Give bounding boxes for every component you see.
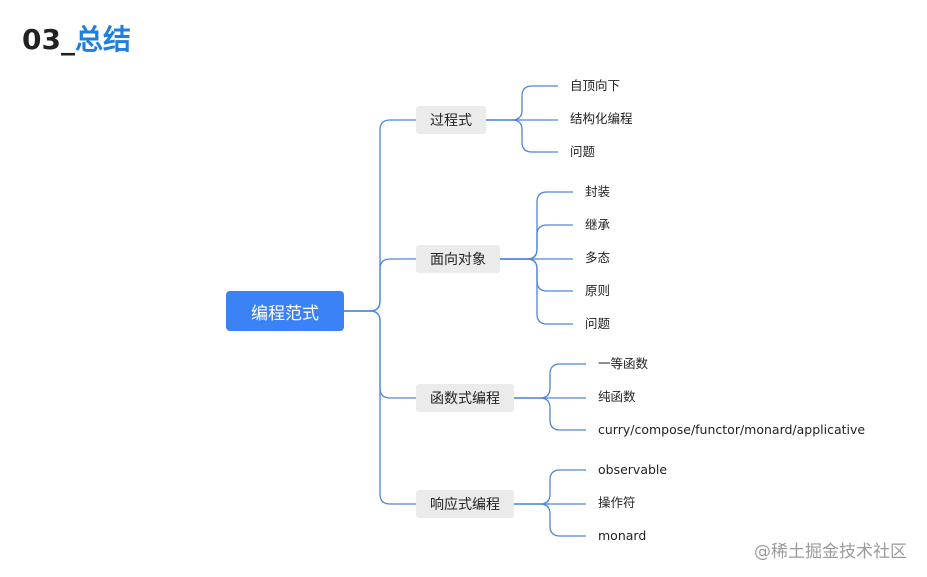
branch-reactive[interactable]: 响应式编程 [416, 490, 514, 518]
branch-object-oriented[interactable]: 面向对象 [416, 245, 500, 273]
connector-reactive-leaf-0 [514, 469, 586, 505]
title-text: 总结 [74, 23, 131, 56]
leaf-observable[interactable]: observable [598, 462, 668, 477]
page-title: 03_总结 [22, 22, 131, 58]
leaf-inheritance[interactable]: 继承 [585, 217, 611, 232]
leaf-procedural-problems[interactable]: 问题 [570, 144, 596, 159]
leaf-top-down[interactable]: 自顶向下 [570, 78, 621, 93]
leaf-polymorphism[interactable]: 多态 [585, 250, 611, 265]
connector-root-branch-1 [344, 258, 416, 312]
connector-functional-leaf-0 [514, 363, 586, 399]
title-number: 03_ [22, 23, 75, 56]
leaf-first-class-functions[interactable]: 一等函数 [598, 356, 649, 371]
leaf-curry-compose[interactable]: curry/compose/functor/monard/applicative [598, 422, 866, 437]
leaf-structured-programming[interactable]: 结构化编程 [570, 111, 633, 126]
footer-credit: @稀土掘金技术社区 [754, 542, 907, 562]
connector-functional-leaf-2 [514, 397, 586, 431]
connector-procedural-leaf-2 [486, 119, 558, 153]
connector-procedural-leaf-0 [486, 85, 558, 121]
leaf-principles[interactable]: 原则 [585, 283, 611, 298]
leaf-monard[interactable]: monard [598, 528, 647, 543]
leaf-oop-problems[interactable]: 问题 [585, 316, 611, 331]
leaf-encapsulation[interactable]: 封装 [585, 184, 611, 199]
mindmap-root-node[interactable]: 编程范式 [226, 291, 344, 331]
leaf-pure-functions[interactable]: 纯函数 [598, 389, 636, 404]
connector-oop-leaf-4 [500, 258, 573, 325]
connector-reactive-leaf-2 [514, 503, 586, 537]
branch-functional[interactable]: 函数式编程 [416, 384, 514, 412]
leaf-operators[interactable]: 操作符 [598, 495, 636, 510]
branch-procedural[interactable]: 过程式 [416, 106, 486, 134]
connector-root-branch-3 [344, 310, 416, 505]
